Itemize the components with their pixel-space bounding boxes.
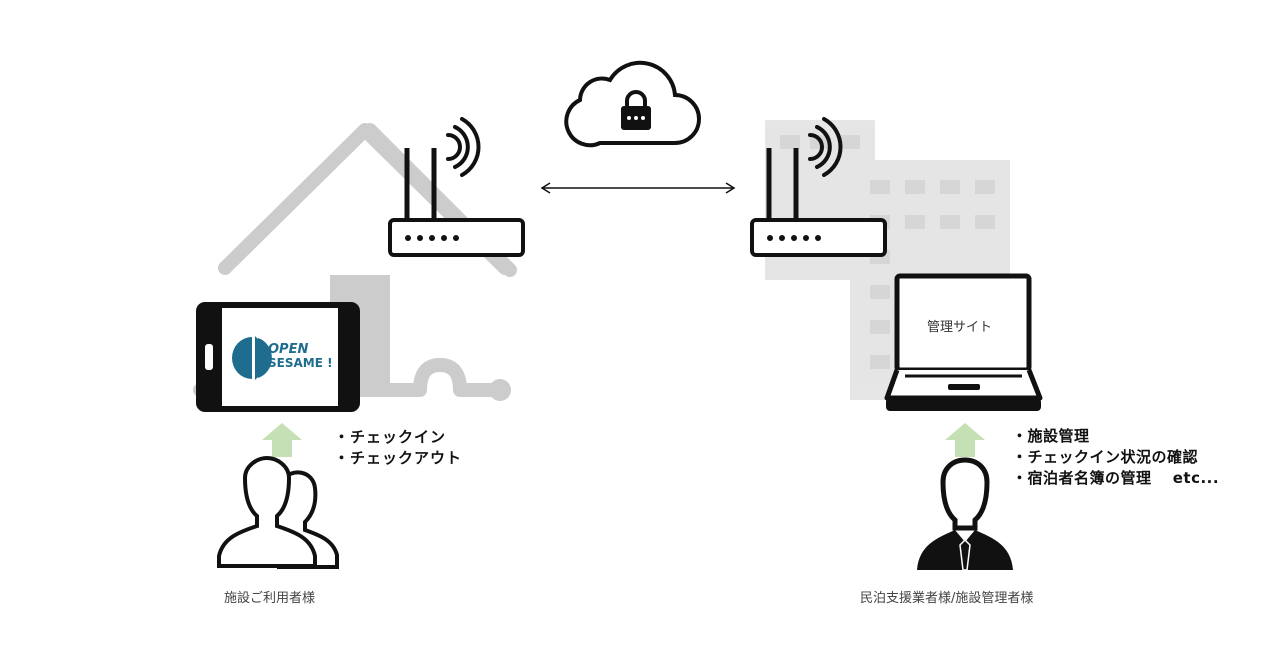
business-person-icon: [917, 457, 1013, 571]
logo-line2: SESAME !: [268, 356, 333, 370]
connection-arrow: [540, 182, 736, 194]
right-features: ・施設管理 ・チェックイン状況の確認 ・宿泊者名簿の管理 etc...: [1012, 426, 1219, 489]
feature-item: ・チェックイン状況の確認: [1012, 448, 1199, 466]
left-user-label: 施設ご利用者様: [224, 591, 316, 606]
up-arrow-left: [262, 423, 302, 457]
feature-item: ・チェックアウト: [334, 449, 463, 467]
router-right-icon: [750, 117, 887, 257]
feature-item: ・チェックイン: [334, 428, 447, 446]
laptop-icon: [884, 273, 1043, 411]
laptop-screen-text: 管理サイト: [927, 320, 993, 335]
users-icon: [217, 455, 339, 569]
right-user-label: 民泊支援業者様/施設管理者様: [860, 591, 1034, 606]
feature-item: ・宿泊者名簿の管理 etc...: [1012, 469, 1220, 487]
tablet-icon: [196, 302, 360, 412]
router-left-icon: [388, 117, 525, 257]
feature-item: ・施設管理: [1012, 427, 1090, 445]
up-arrow-right: [945, 423, 985, 457]
cloud-lock-icon: [564, 60, 701, 148]
left-features: ・チェックイン ・チェックアウト: [334, 427, 462, 469]
logo-line1: OPEN: [268, 342, 309, 357]
